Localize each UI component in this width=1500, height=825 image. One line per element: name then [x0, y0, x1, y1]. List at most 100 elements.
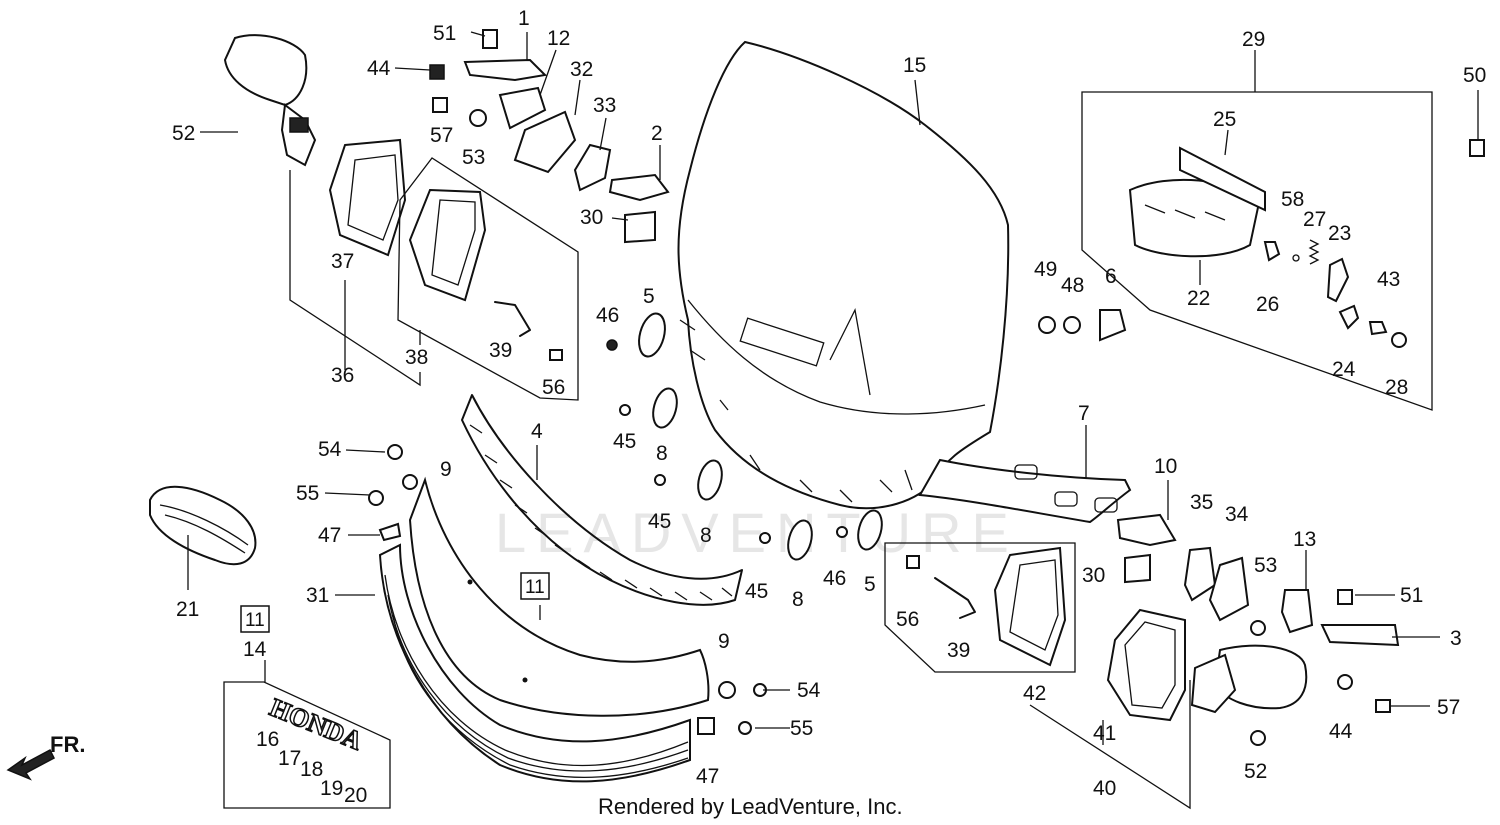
- callout: 22: [1187, 287, 1210, 310]
- callout: 1: [518, 7, 530, 30]
- callout: 48: [1061, 274, 1084, 297]
- callout: 37: [331, 250, 354, 273]
- right-lower-panel: [918, 458, 1132, 524]
- callout: 44: [367, 57, 391, 80]
- callout: 5: [864, 573, 876, 596]
- boxed-callout-cowl: 11: [520, 572, 550, 600]
- callout: 18: [300, 758, 323, 781]
- left-mirror: [223, 34, 317, 167]
- callout: 31: [306, 584, 329, 607]
- callout: 25: [1213, 108, 1236, 131]
- leader-lines: [187, 31, 1479, 810]
- callout: 47: [318, 524, 341, 547]
- front-direction-arrow: FR.: [6, 732, 85, 781]
- callout: 53: [1254, 554, 1277, 577]
- callout: 28: [1385, 376, 1408, 399]
- callout: 14: [243, 638, 267, 661]
- callout: 20: [344, 784, 367, 807]
- windscreen: [677, 40, 1010, 510]
- callout: 29: [1242, 28, 1265, 51]
- callout: 36: [331, 364, 354, 387]
- callout: 10: [1154, 455, 1177, 478]
- callout: 39: [489, 339, 512, 362]
- front-grille: [378, 543, 691, 783]
- callout: 56: [896, 608, 919, 631]
- side-grille: [149, 485, 257, 566]
- left-inner-cover-box: [397, 157, 579, 401]
- callout: 47: [696, 765, 719, 788]
- callout-labels: 1 2 3 4 5 5 6 7 8 8 8 9 9 10 12 13 14 15…: [172, 7, 1486, 807]
- callout: 2: [651, 122, 663, 145]
- callout: 7: [1078, 402, 1090, 425]
- callout: 38: [405, 346, 428, 369]
- callout: 34: [1225, 503, 1249, 526]
- callout: 40: [1093, 777, 1116, 800]
- callout: 5: [643, 285, 655, 308]
- watermark: LEADVENTURE: [495, 501, 1019, 564]
- callout: 45: [613, 430, 636, 453]
- callout: 46: [596, 304, 619, 327]
- callout: 55: [790, 717, 813, 740]
- boxed-callout-label: 11: [525, 577, 545, 598]
- callout: 51: [433, 22, 456, 45]
- callout: 21: [176, 598, 199, 621]
- rear-light-assembly: [1081, 91, 1433, 411]
- callout: 33: [593, 94, 616, 117]
- callout: 9: [440, 458, 452, 481]
- callout: 52: [172, 122, 195, 145]
- callout: 12: [547, 27, 570, 50]
- callout: 44: [1329, 720, 1353, 743]
- callout: 35: [1190, 491, 1213, 514]
- boxed-callout-emblem: 11: [240, 605, 270, 633]
- callout: 54: [318, 438, 342, 461]
- left-cover-37: [328, 138, 407, 257]
- callout: 27: [1303, 208, 1326, 231]
- right-inner-cover-box: [884, 542, 1076, 673]
- callout: 3: [1450, 627, 1462, 650]
- callout: 30: [1082, 564, 1105, 587]
- screws-and-grommets: [368, 139, 1485, 735]
- callout: 24: [1332, 358, 1356, 381]
- callout: 9: [718, 630, 730, 653]
- callout: 8: [700, 524, 712, 547]
- callout: 51: [1400, 584, 1423, 607]
- callout: 42: [1023, 682, 1046, 705]
- right-brackets: [1116, 513, 1400, 713]
- callout: 45: [745, 580, 768, 603]
- callout: 16: [256, 728, 279, 751]
- callout: 56: [542, 376, 565, 399]
- callout: 15: [903, 54, 926, 77]
- top-brackets: [429, 29, 670, 244]
- right-cover-and-mirror: [1106, 608, 1308, 746]
- callout: 32: [570, 58, 593, 81]
- callout: 53: [462, 146, 485, 169]
- front-lower-cowl: [408, 476, 710, 717]
- callout: 8: [792, 588, 804, 611]
- callout: 19: [320, 777, 343, 800]
- callout: 17: [278, 747, 301, 770]
- callout: 57: [430, 124, 453, 147]
- callout: 49: [1034, 258, 1057, 281]
- callout: 57: [1437, 696, 1460, 719]
- callout: 41: [1093, 722, 1116, 745]
- callout: 45: [648, 510, 671, 533]
- callout: 6: [1105, 265, 1117, 288]
- fr-label: FR.: [50, 732, 85, 757]
- callout: 4: [531, 420, 543, 443]
- footer-credit: Rendered by LeadVenture, Inc.: [598, 794, 903, 819]
- inner-slat-panel: [461, 394, 743, 606]
- callout: 26: [1256, 293, 1279, 316]
- callout: 13: [1293, 528, 1316, 551]
- callout: 55: [296, 482, 319, 505]
- callout: 39: [947, 639, 970, 662]
- boxed-callout-label: 11: [245, 610, 265, 631]
- callout: 46: [823, 567, 846, 590]
- callout: 58: [1281, 188, 1304, 211]
- callout: 54: [797, 679, 821, 702]
- callout: 23: [1328, 222, 1351, 245]
- callout: 8: [656, 442, 668, 465]
- callout: 43: [1377, 268, 1400, 291]
- callout: 50: [1463, 64, 1486, 87]
- callout: 52: [1244, 760, 1267, 783]
